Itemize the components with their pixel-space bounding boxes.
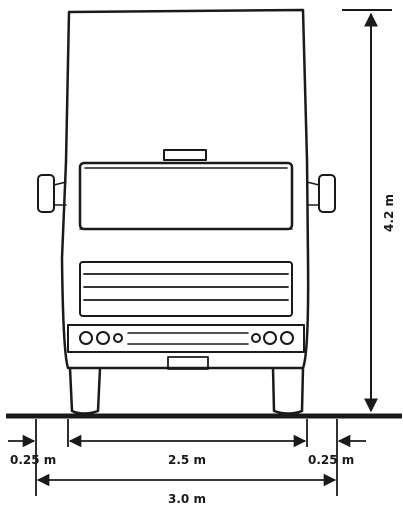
- left-clearance-label: 0.25 m: [10, 453, 56, 467]
- right-wheel: [271, 366, 305, 415]
- cab-outline: [60, 158, 310, 370]
- left-mirror: [37, 174, 55, 213]
- right-clearance-label: 0.25 m: [308, 453, 354, 467]
- windshield: [78, 161, 294, 231]
- number-plate: [167, 356, 209, 370]
- height-dimension: 4.2 m: [342, 9, 396, 413]
- truck-front-view: [37, 8, 336, 415]
- overall-width-label: 3.0 m: [168, 492, 206, 506]
- height-label: 4.2 m: [382, 194, 396, 232]
- bumper: [67, 324, 305, 353]
- body-width-label: 2.5 m: [168, 453, 206, 467]
- cargo-box: [64, 8, 309, 164]
- left-headlights: [79, 331, 123, 345]
- roof-marker-light: [163, 149, 207, 161]
- left-wheel: [68, 366, 102, 415]
- right-mirror: [318, 174, 336, 213]
- grille: [79, 261, 293, 317]
- width-dimensions: 0.25 m 2.5 m 0.25 m 3.0 m: [8, 419, 366, 506]
- right-headlights: [251, 331, 294, 345]
